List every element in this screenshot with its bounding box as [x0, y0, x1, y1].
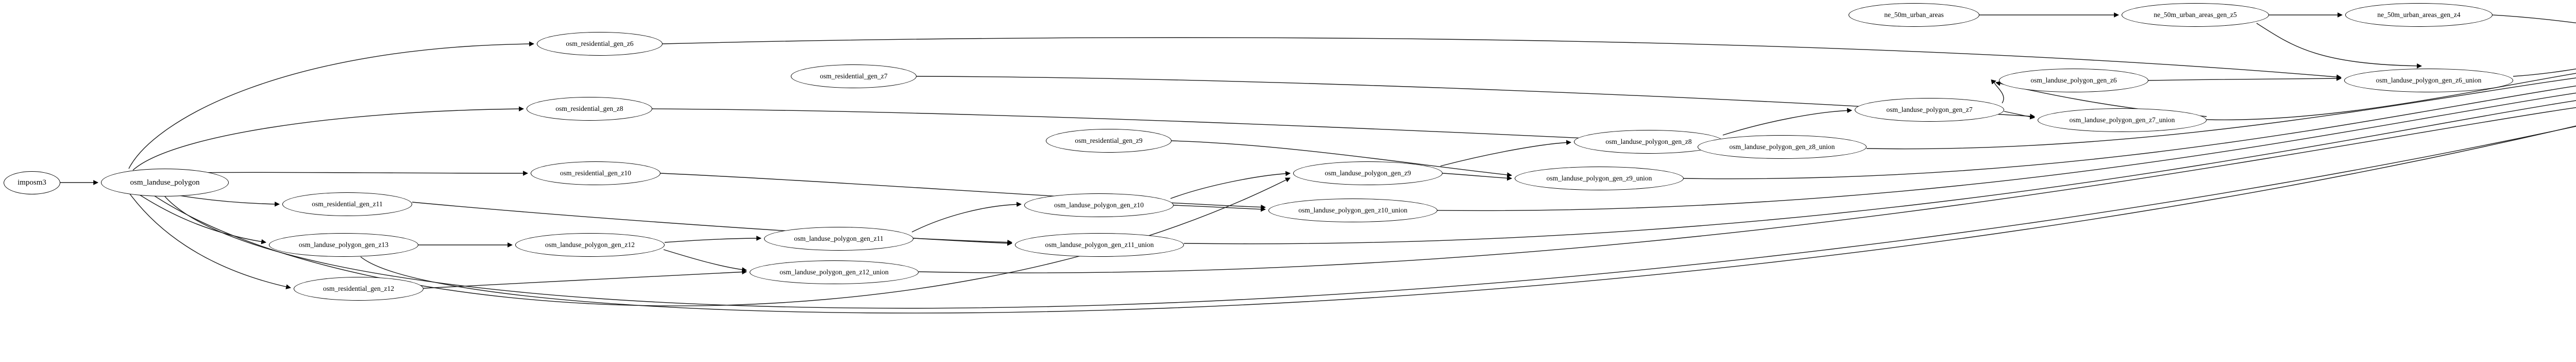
node-osm_residential_gen_z9[interactable]: osm_residential_gen_z9	[1046, 129, 1172, 153]
edge-osm_landuse_polygon_gen_z12--osm_landuse_polygon_gen_z11	[664, 236, 761, 243]
node-label: osm_residential_gen_z10	[560, 169, 631, 177]
node-osm_landuse_polygon_gen_z6_union[interactable]: osm_landuse_polygon_gen_z6_union	[2344, 69, 2513, 92]
node-osm_landuse_polygon_gen_z10_union[interactable]: osm_landuse_polygon_gen_z10_union	[1268, 199, 1437, 222]
edge-ne_50m_urban_areas_gen_z5--osm_landuse_polygon_gen_z6_union	[2256, 23, 2422, 69]
edge-osm_landuse_polygon_gen_z8--osm_landuse_polygon_gen_z7	[1722, 108, 1852, 136]
edge-osm_residential_gen_z11--osm_landuse_polygon_gen_z11_union	[412, 202, 1012, 245]
node-label: osm_landuse_polygon_gen_z7_union	[2069, 116, 2175, 124]
node-osm_landuse_polygon_gen_z7[interactable]: osm_landuse_polygon_gen_z7	[1855, 98, 2004, 122]
node-osm_residential_gen_z10[interactable]: osm_residential_gen_z10	[531, 161, 660, 185]
edge-osm_landuse_polygon_gen_z9--osm_landuse_polygon_gen_z9_union	[1442, 173, 1512, 181]
node-osm_residential_gen_z11[interactable]: osm_residential_gen_z11	[282, 192, 412, 216]
node-label: osm_landuse_polygon_gen_z10_union	[1298, 206, 1408, 215]
edge-osm_residential_gen_z10--osm_landuse_polygon_gen_z10_union	[660, 173, 1266, 210]
node-osm_landuse_polygon_gen_z8[interactable]: osm_landuse_polygon_gen_z8	[1574, 130, 1723, 154]
node-label: osm_landuse_polygon_gen_z6_union	[2376, 76, 2482, 85]
edge-osm_landuse_polygon--osm_residential_gen_z6	[128, 41, 534, 169]
edge-osm_landuse_polygon_gen_z8_union--table-z8	[1866, 77, 2576, 150]
node-ne_50m_urban_areas[interactable]: ne_50m_urban_areas	[1849, 3, 1979, 27]
node-osm_landuse_polygon_gen_z7_union[interactable]: osm_landuse_polygon_gen_z7_union	[2038, 108, 2207, 132]
node-osm_landuse_polygon[interactable]: osm_landuse_polygon	[101, 169, 229, 196]
edge-osm_residential_gen_z8--osm_landuse_polygon_gen_z8_union	[652, 108, 1695, 146]
node-ne_50m_urban_areas_gen_z5[interactable]: ne_50m_urban_areas_gen_z5	[2122, 3, 2269, 27]
node-osm_residential_gen_z12[interactable]: osm_residential_gen_z12	[294, 277, 423, 301]
edge-osm_landuse_polygon_gen_z11--osm_landuse_polygon_gen_z11_union	[913, 238, 1012, 246]
edge-osm_residential_gen_z12--osm_landuse_polygon_gen_z12_union	[423, 269, 747, 289]
node-label: osm_residential_gen_z8	[555, 105, 623, 113]
edge-osm_landuse_polygon--osm_residential_gen_z12	[129, 193, 291, 289]
node-osm_landuse_polygon_gen_z9[interactable]: osm_landuse_polygon_gen_z9	[1293, 161, 1443, 185]
node-osm_residential_gen_z7[interactable]: osm_residential_gen_z7	[791, 64, 917, 88]
node-label: osm_residential_gen_z11	[312, 200, 383, 208]
node-osm_landuse_polygon_gen_z12_union[interactable]: osm_landuse_polygon_gen_z12_union	[750, 260, 919, 284]
node-label: osm_landuse_polygon_gen_z12	[545, 241, 635, 249]
node-label: ne_50m_urban_areas	[1884, 11, 1944, 19]
node-osm_landuse_polygon_gen_z11[interactable]: osm_landuse_polygon_gen_z11	[764, 227, 913, 251]
node-label: osm_landuse_polygon_gen_z6	[2030, 76, 2117, 85]
node-osm_residential_gen_z8[interactable]: osm_residential_gen_z8	[527, 97, 652, 121]
edge-ne_50m_urban_areas_gen_z4--table-z4	[2483, 14, 2576, 24]
edge-osm_landuse_polygon--osm_residential_gen_z8	[132, 106, 524, 171]
node-label: osm_landuse_polygon	[130, 178, 200, 187]
edge-osm_landuse_polygon_gen_z9--osm_landuse_polygon_gen_z8	[1440, 140, 1571, 167]
node-label: osm_residential_gen_z12	[323, 285, 394, 293]
node-osm_residential_gen_z6[interactable]: osm_residential_gen_z6	[537, 32, 663, 56]
edge-osm_landuse_polygon_gen_z12_union--table-z12	[918, 107, 2576, 273]
node-label: ne_50m_urban_areas_gen_z4	[2377, 11, 2461, 19]
edge-osm_residential_gen_z6--osm_landuse_polygon_gen_z6_union	[662, 37, 2342, 80]
edge-osm_landuse_polygon_gen_z11--osm_landuse_polygon_gen_z10	[911, 202, 1022, 233]
edge-osm_landuse_polygon_gen_z7_union--table-z7	[2206, 73, 2576, 121]
node-label: osm_landuse_polygon_gen_z12_union	[779, 268, 889, 276]
node-osm_landuse_polygon_gen_z8_union[interactable]: osm_landuse_polygon_gen_z8_union	[1698, 135, 1867, 159]
node-label: ne_50m_urban_areas_gen_z5	[2154, 11, 2237, 19]
node-osm_landuse_polygon_gen_z10[interactable]: osm_landuse_polygon_gen_z10	[1024, 193, 1174, 217]
node-osm_landuse_polygon_gen_z11_union[interactable]: osm_landuse_polygon_gen_z11_union	[1015, 233, 1184, 257]
node-label: osm_residential_gen_z7	[820, 72, 888, 80]
node-label: osm_landuse_polygon_gen_z9	[1325, 169, 1411, 177]
node-label: osm_landuse_polygon_gen_z8	[1605, 138, 1692, 146]
node-label: osm_landuse_polygon_gen_z10	[1054, 201, 1144, 209]
node-label: osm_residential_gen_z6	[566, 40, 634, 48]
node-label: osm_landuse_polygon_gen_z9_union	[1546, 174, 1652, 183]
node-label: osm_landuse_polygon_gen_z8_union	[1729, 143, 1835, 151]
node-label: osm_residential_gen_z9	[1075, 137, 1143, 145]
edge-osm_landuse_polygon_gen_z6--osm_landuse_polygon_gen_z6_union	[2148, 76, 2342, 81]
edge-osm_landuse_polygon_gen_z12--osm_landuse_polygon_gen_z12_union	[663, 249, 747, 272]
edge-osm_landuse_polygon_gen_z10--osm_landuse_polygon_gen_z9	[1170, 171, 1291, 199]
node-osm_landuse_polygon_gen_z12[interactable]: osm_landuse_polygon_gen_z12	[515, 233, 665, 257]
edge-osm_landuse_polygon_gen_z6_union--table-z6	[2513, 68, 2576, 77]
node-label: osm_landuse_polygon_gen_z7	[1886, 106, 1973, 114]
node-label: imposm3	[18, 178, 46, 187]
node-label: osm_landuse_polygon_gen_z13	[299, 241, 388, 249]
edge-osm_landuse_polygon_gen_z10--osm_landuse_polygon_gen_z10_union	[1173, 205, 1266, 212]
node-label: osm_landuse_polygon_gen_z11_union	[1045, 241, 1154, 249]
node-osm_landuse_polygon_gen_z6[interactable]: osm_landuse_polygon_gen_z6	[1999, 69, 2148, 92]
edge-osm_landuse_polygon--osm_landuse_polygon_gen_z13	[134, 191, 266, 244]
node-ne_50m_urban_areas_gen_z4[interactable]: ne_50m_urban_areas_gen_z4	[2345, 3, 2493, 27]
node-osm_landuse_polygon_gen_z9_union[interactable]: osm_landuse_polygon_gen_z9_union	[1515, 167, 1684, 190]
edge-osm_landuse_polygon_gen_z10_union--table-z10	[1437, 92, 2576, 211]
node-imposm3[interactable]: imposm3	[4, 171, 60, 194]
edge-osm_landuse_polygon--table-z14	[164, 126, 2576, 309]
node-label: osm_landuse_polygon_gen_z11	[794, 235, 884, 243]
edge-osm_residential_gen_z9--osm_landuse_polygon_gen_z9_union	[1171, 140, 1512, 177]
edge-osm_landuse_polygon_gen_z7--osm_landuse_polygon_gen_z7_union	[2004, 111, 2035, 120]
node-osm_landuse_polygon_gen_z13[interactable]: osm_landuse_polygon_gen_z13	[269, 233, 418, 257]
edge-osm_landuse_polygon_gen_z13--table-z13	[360, 125, 2576, 314]
edge-osm_landuse_polygon_gen_z7--osm_landuse_polygon_gen_z6	[1991, 79, 2004, 104]
edge-osm_landuse_polygon_gen_z11_union--table-z11	[1183, 100, 2576, 244]
edge-osm_landuse_polygon_gen_z9_union--table-z9	[1683, 85, 2576, 179]
